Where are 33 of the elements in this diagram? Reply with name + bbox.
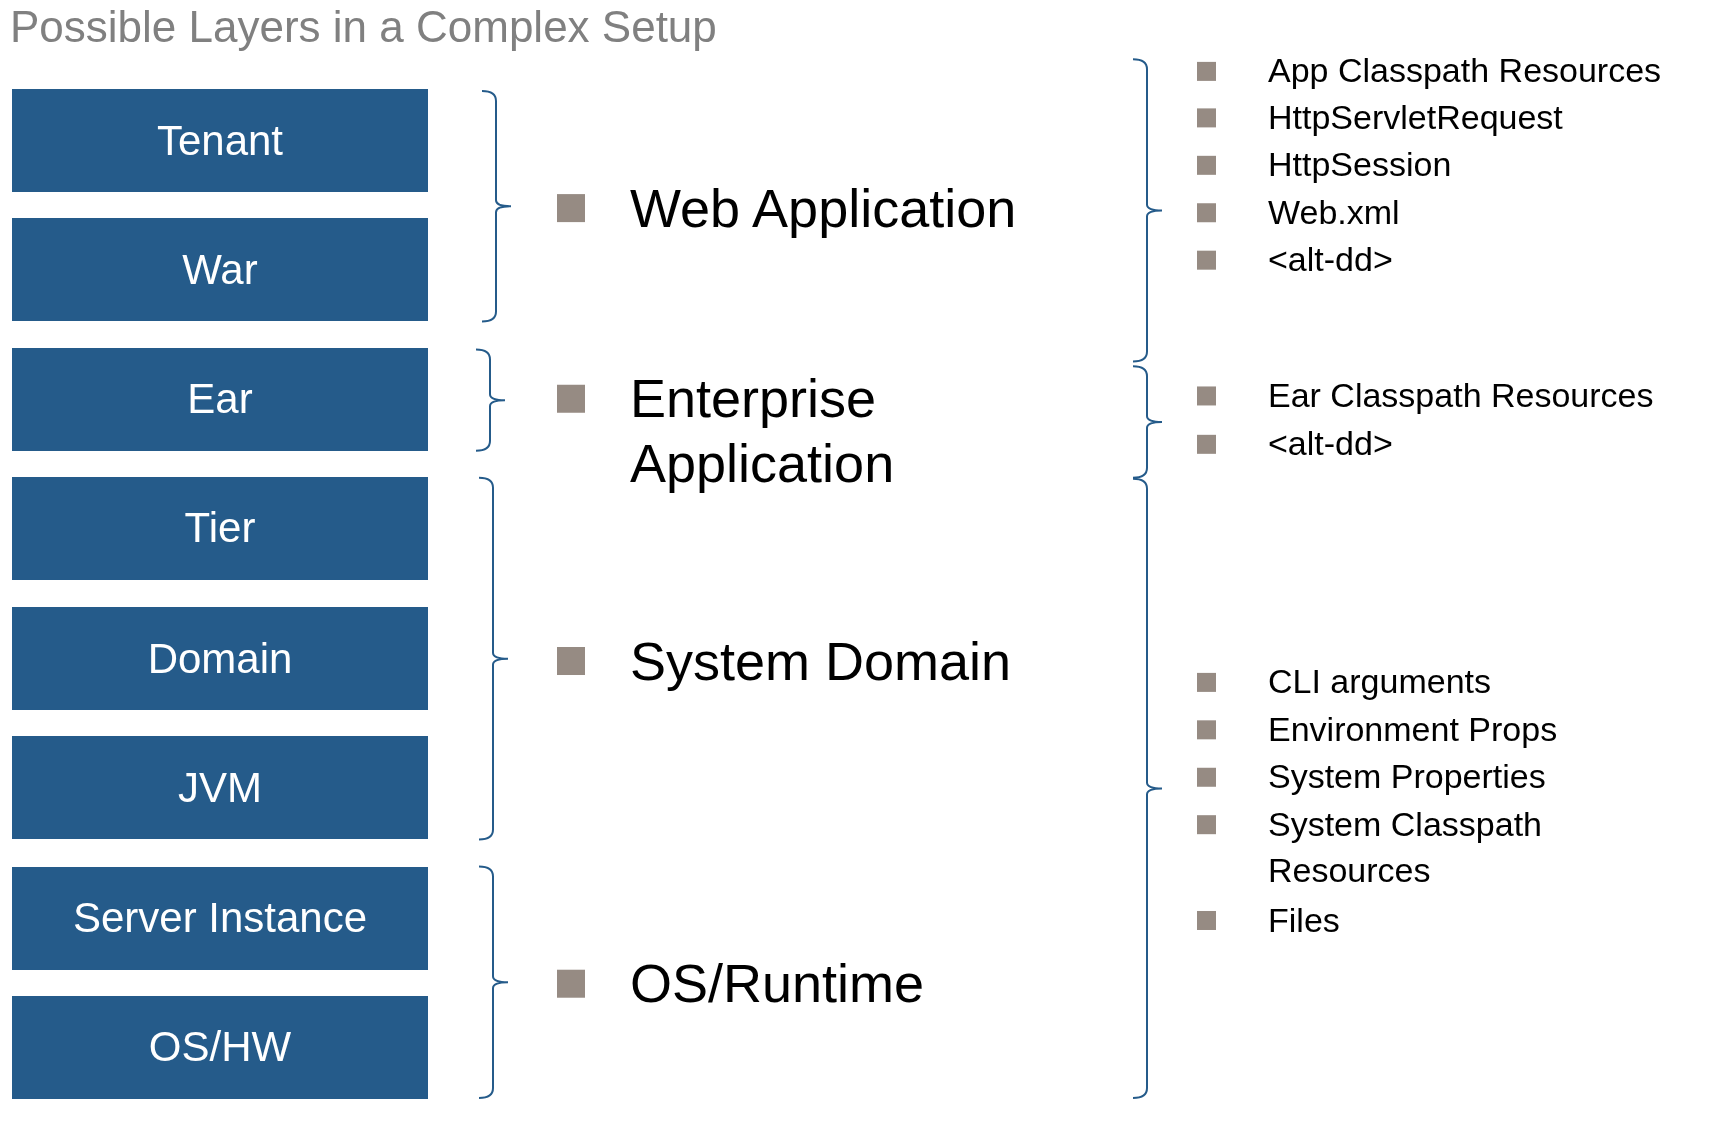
setting-source: Web.xml [1268, 191, 1401, 233]
setting-source: HttpServletRequest [1268, 96, 1564, 138]
layer-box [12, 476, 428, 580]
layer-box [12, 218, 428, 322]
layer-box [12, 347, 428, 451]
layer-box [12, 736, 428, 840]
layer-name: Tier [184, 504, 256, 553]
layer-name: War [182, 245, 258, 294]
layer-group-label: OS/Runtime [630, 952, 926, 1016]
layer-box [12, 995, 428, 1099]
layer-name: Domain [147, 634, 293, 683]
slide-title: Possible Layers in a Complex Setup [10, 2, 717, 52]
layer-group-label: System Domain [630, 629, 1013, 693]
layer-group-label: Web Application [630, 176, 1018, 240]
layer-name: OS/HW [148, 1023, 292, 1072]
setting-source: <alt-dd> [1268, 239, 1394, 281]
setting-source: CLI arguments [1268, 661, 1492, 703]
layer-box [12, 89, 428, 193]
layer-box [12, 866, 428, 970]
setting-source: System Properties [1268, 756, 1547, 798]
setting-source: Files [1268, 899, 1341, 941]
layer-box [12, 607, 428, 711]
setting-source: App Classpath Resources [1268, 50, 1663, 92]
layer-name: Tenant [156, 116, 284, 165]
layer-name: Server Instance [72, 894, 368, 943]
setting-source: Ear Classpath Resources [1268, 375, 1655, 416]
layer-name: Ear [187, 375, 253, 424]
layer-group-label: Enterprise Application [630, 367, 896, 496]
setting-source: Environment Props [1268, 708, 1559, 750]
setting-source: <alt-dd> [1268, 423, 1394, 465]
setting-source: System Classpath Resources [1268, 803, 1543, 891]
layer-name: JVM [178, 763, 262, 812]
setting-source: HttpSession [1268, 144, 1453, 186]
